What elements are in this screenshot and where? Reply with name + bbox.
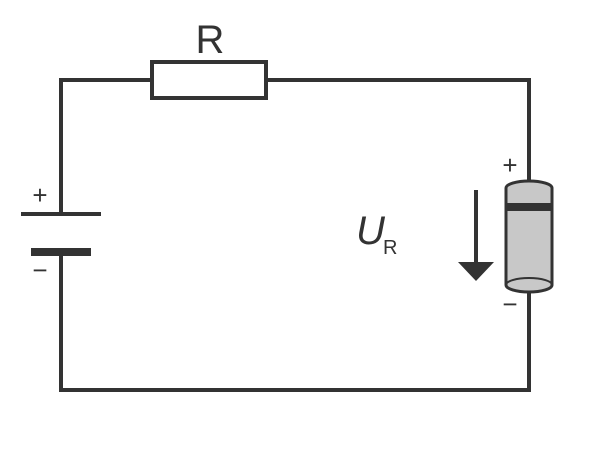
voltage-arrow [458,190,494,281]
wire-top-left [59,78,154,216]
component-minus-sign: − [502,289,517,319]
resistor-label: R [196,18,225,62]
wires [59,78,531,392]
polarized-component: + − [502,150,554,319]
battery: + − [21,180,101,285]
wire-top-right [264,78,531,184]
wire-bottom [59,250,531,392]
battery-minus-sign: − [32,255,47,285]
battery-plus-sign: + [32,180,47,210]
resistor: R [150,18,268,100]
voltage-label: U R [356,209,397,259]
component-bottom-rim [505,277,553,286]
voltage-subscript: R [383,237,397,259]
resistor-body [150,60,268,100]
component-polarity-band [506,203,552,211]
voltage-symbol: U [356,209,386,253]
voltage-arrow-head [458,262,494,281]
component-body [504,179,554,294]
component-plus-sign: + [502,150,517,180]
